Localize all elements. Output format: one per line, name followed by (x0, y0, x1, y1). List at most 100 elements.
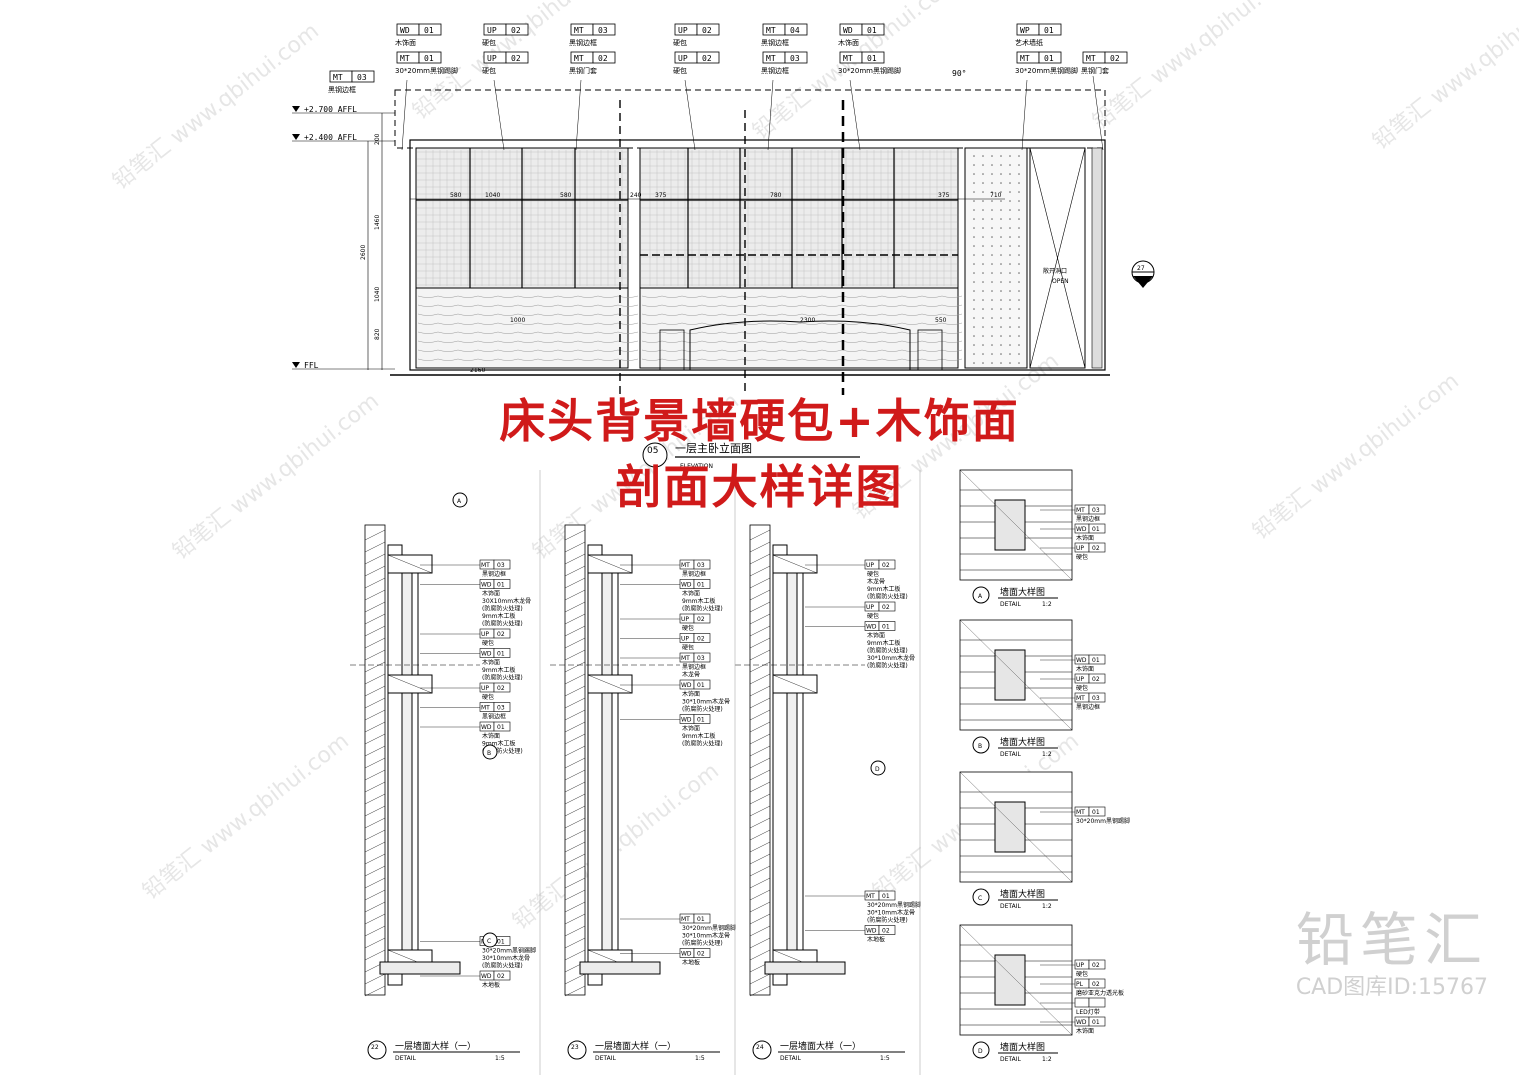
dot (973, 164, 975, 166)
tag-num-box (784, 51, 808, 64)
dot (982, 326, 984, 328)
hatch-line (364, 589, 386, 601)
hatch-line (749, 925, 771, 937)
dim-label: 240 (630, 192, 642, 199)
note-code: UP (681, 616, 689, 623)
grain-line (641, 340, 963, 343)
dot (973, 362, 975, 364)
dim-label: 820 (374, 328, 381, 340)
cross-line (587, 674, 633, 694)
note-num: 02 (1092, 962, 1100, 969)
hatch-line (749, 877, 771, 889)
tag-num: 02 (702, 54, 712, 63)
tag-num-box (418, 23, 442, 36)
note-num-box (1088, 673, 1106, 684)
tag-num-box (784, 23, 808, 36)
leader-line (575, 79, 582, 151)
detail-mark-circle (972, 736, 990, 754)
note-line: (防腐防火处理) (482, 605, 523, 613)
dot (1009, 317, 1011, 319)
note-line: 硬包 (682, 644, 694, 652)
cross-line (959, 771, 1073, 883)
leader-line (767, 79, 774, 151)
hatch-line (364, 661, 386, 673)
tag-text: 硬包 (482, 66, 496, 75)
tag-num: 01 (1044, 26, 1054, 35)
level-label: +2.400 AFFL (304, 133, 357, 142)
tag-text: 30*20mm黑钢踢脚 (395, 66, 458, 75)
note-num-box (693, 679, 711, 690)
note-line: 黑钢边框 (482, 713, 506, 721)
dot (1000, 236, 1002, 238)
note-code: MT (1076, 695, 1085, 702)
open-label-en: OPEN (1052, 278, 1069, 285)
grain-line (417, 358, 639, 361)
panel-grid (416, 148, 958, 288)
note-line: 木地板 (867, 936, 885, 944)
dot (982, 254, 984, 256)
dot (973, 245, 975, 247)
note-num-box (693, 579, 711, 589)
note-num-box (493, 559, 511, 570)
note-code: UP (1076, 962, 1084, 969)
detail-profile (994, 499, 1026, 551)
dot (982, 155, 984, 157)
section-no-circle (567, 1040, 587, 1060)
dot (1000, 326, 1002, 328)
note-code: MT (1076, 809, 1085, 816)
note-num: 01 (497, 582, 505, 589)
dot (1009, 191, 1011, 193)
dot (1000, 218, 1002, 220)
hatch-line (364, 553, 386, 565)
hatch-line (564, 913, 586, 925)
detail-word: DETAIL (595, 1055, 616, 1062)
dot (991, 263, 993, 265)
dot (1000, 245, 1002, 247)
note-code: WD (681, 582, 692, 589)
dot (1009, 245, 1011, 247)
marker-number: 27 (1137, 265, 1145, 272)
note-line: 硬包 (482, 639, 494, 647)
brand-id: CAD图库ID:15767 (1295, 975, 1488, 1000)
scale: 1:2 (1042, 903, 1052, 910)
hatch-line (364, 745, 386, 757)
dot (982, 317, 984, 319)
dot (973, 335, 975, 337)
note-line: (防腐防火处理) (867, 916, 908, 924)
note-num: 02 (697, 636, 705, 643)
tag-text: 木饰面 (395, 38, 416, 47)
note-code: UP (481, 631, 489, 638)
tag-code: MT (574, 54, 584, 63)
wall-section (749, 524, 771, 996)
dot (1018, 344, 1020, 346)
hatch-line (749, 709, 771, 721)
section-no-circle (752, 1040, 772, 1060)
dot (982, 353, 984, 355)
dot (991, 326, 993, 328)
dot (1018, 227, 1020, 229)
watermark-text: 铅笔汇 www.qbihui.com (138, 729, 354, 905)
dot (1000, 317, 1002, 319)
note-line: 黑钢边框 (482, 570, 506, 578)
callout-marker (870, 760, 886, 776)
hatch-line (564, 769, 586, 781)
note-num-box (493, 702, 511, 712)
hatch-line (564, 529, 586, 541)
detail-mark: D (978, 1048, 983, 1055)
dot (973, 326, 975, 328)
headline: 床头背景墙硬包+木饰面 剖面大样详图 (0, 388, 1519, 520)
note-code: WD (481, 973, 492, 980)
hatch-line (749, 865, 771, 877)
tag-code: UP (678, 26, 688, 35)
note-num: 02 (697, 951, 705, 958)
